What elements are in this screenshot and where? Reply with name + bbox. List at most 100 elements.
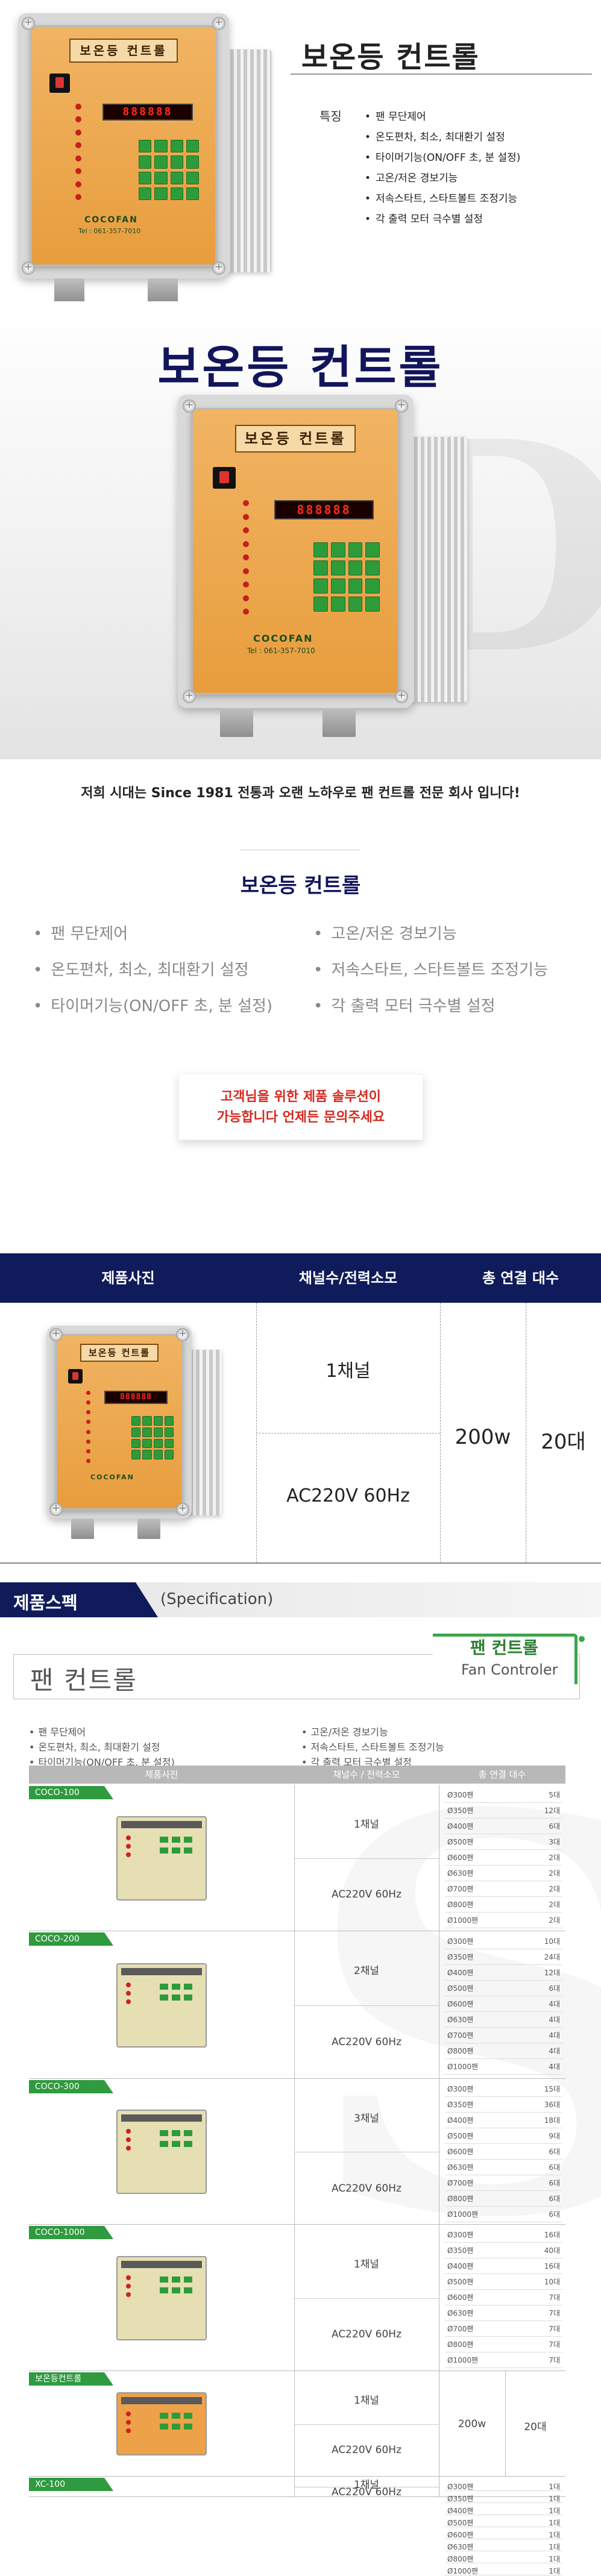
fan-size: Ø600팬 [447,2293,474,2302]
feature-item: 타이머기능(ON/OFF 초, 분 설정) [29,1755,174,1770]
fan-count: 6대 [549,1984,560,1993]
fan-size: Ø350팬 [447,2246,474,2255]
model-power: AC220V 60Hz [331,2036,402,2048]
fan-count: 7대 [549,2325,560,2333]
fan-size: Ø350팬 [447,1953,474,1961]
fan-size: Ø800팬 [447,2340,474,2349]
header-photo: 제품사진 [101,1270,155,1286]
contact-callout[interactable]: 고객님을 위한 제품 솔루션이 가능합니다 언제든 문의주세요 [178,1074,423,1140]
fan-count: 6대 [549,2210,560,2219]
mt-header-count: 총 연결 대수 [478,1769,526,1780]
model-product-image [116,1816,207,1901]
model-name-tag: COCO-100 [29,1786,113,1799]
hero-led-indicators [243,500,249,615]
fan-size: Ø350팬 [447,2495,474,2503]
section1-title: 보온등 컨트롤 [301,40,480,74]
hero-device-phone: Tel : 061-357-7010 [247,647,315,655]
fan-count: 4대 [549,2031,560,2040]
fan-row: Ø500팬 3대 [445,1834,562,1850]
device-plate-label: 보온등 컨트롤 [69,39,178,63]
model-channel: 1채널 [353,2479,380,2491]
fan-size: Ø800팬 [447,2195,474,2203]
fan-count: 2대 [549,1885,560,1893]
fan-count: 1대 [549,2507,560,2515]
fan-size: Ø800팬 [447,2555,474,2563]
spec-features-left: 팬 무단제어 온도편차, 최소, 최대환기 설정 타이머기능(ON/OFF 초,… [29,1725,174,1770]
fan-size: Ø630팬 [447,2016,474,2024]
fan-count: 12대 [544,1969,560,1977]
model-product-image [116,1963,207,2048]
model-name-tag: COCO-300 [29,2080,113,2093]
product-page: 보온등 컨트롤 888888 COCOFAN Tel : 061-357-701… [0,0,601,2497]
table-device-brand: COCOFAN [90,1473,134,1481]
fan-control-tab [433,1634,577,1684]
feature-item: 각 출력 모터 극수별 설정 [301,1755,444,1770]
model-channel: 2채널 [353,1965,380,1977]
fan-size: Ø600팬 [447,1854,474,1862]
fan-count: 2대 [549,1901,560,1909]
fan-size: Ø600팬 [447,2148,474,2156]
model-channel: 1채널 [353,2395,380,2407]
fan-count: 1대 [549,2483,560,2491]
hero-device-brand: COCOFAN [253,633,313,644]
feature-item: 저속스타트, 스타트볼트 조정기능 [301,1740,444,1755]
model-product-image [116,2256,207,2340]
fan-size: Ø500팬 [447,1838,474,1846]
model-power: AC220V 60Hz [331,2328,402,2340]
model-name-tag: COCO-1000 [29,2226,113,2239]
model-count: 20대 [524,2421,547,2433]
fan-row: Ø600팬 6대 [445,2144,562,2160]
model-product-image [116,2392,207,2455]
fan-count: 7대 [549,2340,560,2349]
fan-count: 1대 [549,2567,560,2575]
fan-size: Ø700팬 [447,2031,474,2040]
fan-size: Ø700팬 [447,2325,474,2333]
features-right-list: 고온/저온 경보기능 저속스타트, 스타트볼트 조정기능 각 출력 모터 극수별… [313,916,548,1024]
fan-control-tab-en: Fan Controler [461,1661,558,1678]
feature-item: 온도편차, 최소, 최대환기 설정 [365,127,520,148]
fan-count: 6대 [549,2179,560,2187]
fan-size: Ø1000팬 [447,2567,479,2575]
model-power: AC220V 60Hz [331,1888,402,1901]
fan-count: 16대 [544,2262,560,2270]
table-device-image: 보온등 컨트롤 888888 COCOFAN [47,1326,222,1543]
spec-tab: 제품스펙 [0,1582,158,1617]
fan-count: 6대 [549,2148,560,2156]
fan-count: 7대 [549,2356,560,2364]
mt-header-photo: 제품사진 [145,1769,178,1780]
fan-count: 18대 [544,2116,560,2125]
fan-row: Ø700팬 7대 [445,2321,562,2337]
fan-count: 1대 [549,2495,560,2503]
hero-device-plate: 보온등 컨트롤 [235,425,356,453]
fan-count: 7대 [549,2309,560,2317]
fan-size: Ø400팬 [447,2262,474,2270]
hero-power-switch [213,467,236,489]
table-device-display: 888888 [104,1391,168,1404]
fan-size: Ø600팬 [447,2531,474,2539]
fan-size: Ø500팬 [447,2278,474,2286]
fan-size: Ø350팬 [447,1807,474,1815]
cta-line-1: 고객님을 위한 제품 솔루션이 [221,1089,381,1105]
model-power: AC220V 60Hz [331,2183,402,2195]
fan-count: 6대 [549,1822,560,1831]
fan-size: Ø500팬 [447,1984,474,1993]
fan-count: 3대 [549,1838,560,1846]
